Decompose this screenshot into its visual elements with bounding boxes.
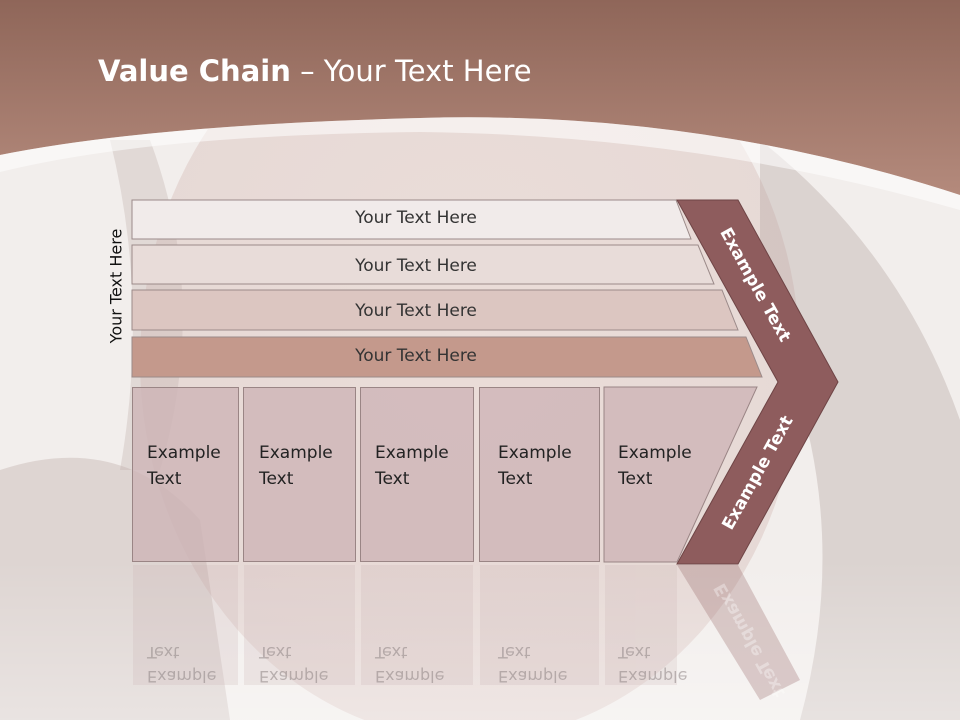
box-5-reflection: Example Text (618, 643, 688, 686)
box-3-label: Example Text (375, 443, 449, 489)
bar-1-label: Your Text Here (355, 208, 477, 228)
bar-3-label: Your Text Here (355, 301, 477, 321)
box-1 (132, 387, 239, 562)
box-2-label: Example Text (259, 443, 333, 489)
chevron-reflection (677, 565, 800, 700)
chevron-arrow (676, 199, 839, 565)
box-1-reflection: Example Text (147, 643, 217, 686)
slide-title: Value Chain – Your Text Here (98, 54, 532, 88)
box-3-reflection: Example Text (375, 643, 445, 686)
box-1-label: Example Text (147, 443, 221, 489)
box-3 (360, 387, 474, 562)
bar-4-label: Your Text Here (355, 346, 477, 366)
box-5 (603, 386, 758, 563)
box-4-reflection: Example Text (498, 643, 568, 686)
box-2-reflection: Example Text (259, 643, 329, 686)
bar-3 (131, 289, 739, 331)
box-2 (243, 387, 356, 562)
bar-4 (131, 336, 763, 378)
box-4 (479, 387, 600, 562)
box-5-label: Example Text (618, 443, 692, 489)
bar-1 (131, 199, 692, 240)
bar-2-label: Your Text Here (355, 256, 477, 276)
box-4-label: Example Text (498, 443, 572, 489)
bar-2 (131, 244, 715, 285)
